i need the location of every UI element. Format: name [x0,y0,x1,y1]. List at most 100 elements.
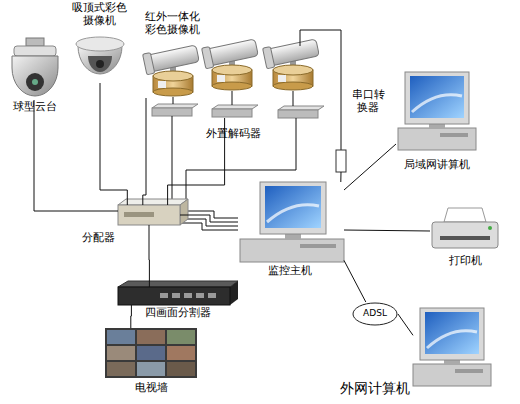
button [208,293,216,298]
monitor-frame [405,72,469,124]
box-ports [124,212,154,217]
camera-body [12,56,58,96]
wire [293,91,294,106]
monitor-frame [420,308,484,360]
cable-connector [130,305,132,328]
tv-frame [105,328,197,378]
cable-connector [344,230,430,231]
camera-lens [96,60,104,68]
drive-slot [440,133,468,137]
monitor-screen [265,186,321,228]
tv-screen [107,362,135,376]
tv-wall-node: 电视墙 [105,328,197,378]
computer-tower [398,128,476,150]
device-label: 串口转换器 [350,88,386,114]
computer-tower [240,239,344,262]
cable-connector [100,83,127,205]
printer-body [432,222,498,248]
box-top [118,281,238,287]
tv-screen [137,346,165,360]
box-side [230,281,238,305]
camera-node: 红外一体化彩色摄像机 [140,40,200,98]
button [184,293,192,298]
computer-node: 局域网讲算机 [396,72,476,152]
screen-swoosh [412,95,462,112]
decoder-node: 外置解码器 [212,105,254,118]
button [196,293,204,298]
cable-connector [398,314,413,335]
tv-screen [167,346,195,360]
cable-connector [340,172,341,182]
device-label: 吸顶式彩色摄像机 [67,1,131,27]
decoder-box [152,104,198,116]
tv-screen [107,330,135,344]
device-label: 监控主机 [250,264,330,277]
camera-node: 球型云台 [8,38,60,100]
tv-screen [167,330,195,344]
monitor-frame [260,182,326,234]
lan-computer [398,72,476,150]
device-label: 外置解码器 [200,127,266,140]
wire [180,211,238,218]
device-label: 球型云台 [5,100,65,113]
camera-top [14,46,56,56]
camera-base [76,37,124,51]
quad-splitter-box [118,281,238,305]
tv-screen [107,346,135,360]
device-label: 局域网讲算机 [392,158,482,171]
printer-slot [440,236,490,240]
device-label: 红外一体化彩色摄像机 [142,10,202,36]
distributor-box [118,199,188,225]
serial-converter-box [336,150,346,172]
converter-node: 串口转换器 [336,150,346,172]
wire [180,223,238,230]
wire [172,116,173,205]
monitor-stand [429,124,445,128]
monitor-stand [285,234,301,239]
wire [232,91,233,105]
device-label: 四画面分割器 [138,306,218,319]
ellipse-shape [353,303,397,325]
button [172,293,180,298]
tv-screen [137,330,165,344]
camera-lens [32,79,38,85]
button [160,293,168,298]
printer [432,208,498,248]
tv-wall [105,328,197,378]
printer-paper [444,208,486,222]
computer-node: 外网计算机 [413,308,489,386]
camera-mount [26,38,44,46]
wire [173,97,174,104]
drive-slot [455,369,483,373]
box-top [118,199,188,205]
host-node: 监控主机 [238,182,344,262]
box-front [118,287,230,305]
monitor-screen [410,76,464,118]
ir-camera [263,39,320,90]
device-label: ADSL [352,308,398,319]
cable-connector [149,225,150,287]
cable-connector [344,144,396,190]
tv-screen [137,362,165,376]
ir-camera [202,39,259,90]
ceiling-camera [76,37,124,74]
cable-connector [143,98,146,205]
tv-screen [167,362,195,376]
dome-ptz-camera [12,38,58,96]
box-front [118,205,180,225]
host-computer [240,182,344,262]
screen-swoosh [267,205,319,222]
cable-connector [180,215,238,222]
wire [300,30,341,150]
camera-window [88,56,112,72]
splitter-node: 四画面分割器 [118,287,230,305]
camera-node: 吸顶式彩色摄像机 [75,35,125,83]
box-side [180,199,188,225]
wires [172,30,341,230]
device-label: 打印机 [430,254,500,267]
external-computer [413,308,491,386]
computer-tower [413,364,491,386]
